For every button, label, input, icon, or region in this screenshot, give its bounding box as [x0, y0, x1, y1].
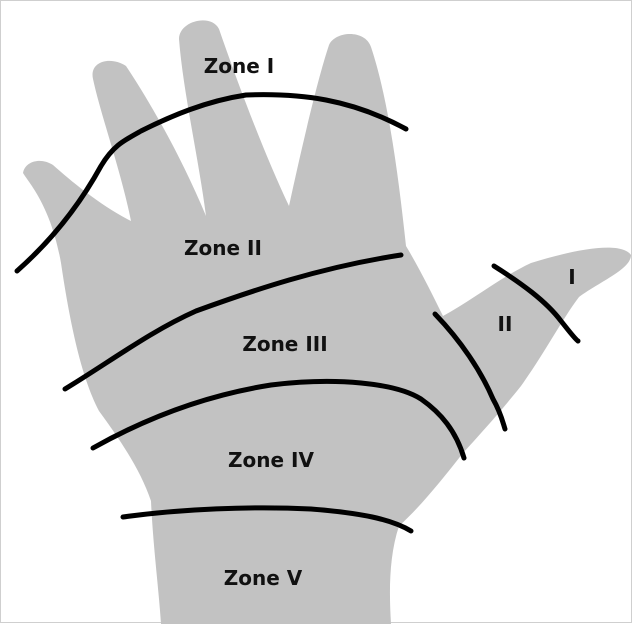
zone-iv-label: Zone IV: [228, 448, 314, 472]
thumb-zone-i-label: I: [568, 265, 575, 289]
palm-and-wrist: [23, 20, 631, 624]
zone-ii-label: Zone II: [184, 236, 262, 260]
zone-iii-label: Zone III: [242, 332, 327, 356]
thumb-zone-ii-label: II: [498, 312, 513, 336]
hand-silhouette: [23, 20, 631, 624]
zone-i-label: Zone I: [204, 54, 274, 78]
zone-v-label: Zone V: [224, 566, 303, 590]
